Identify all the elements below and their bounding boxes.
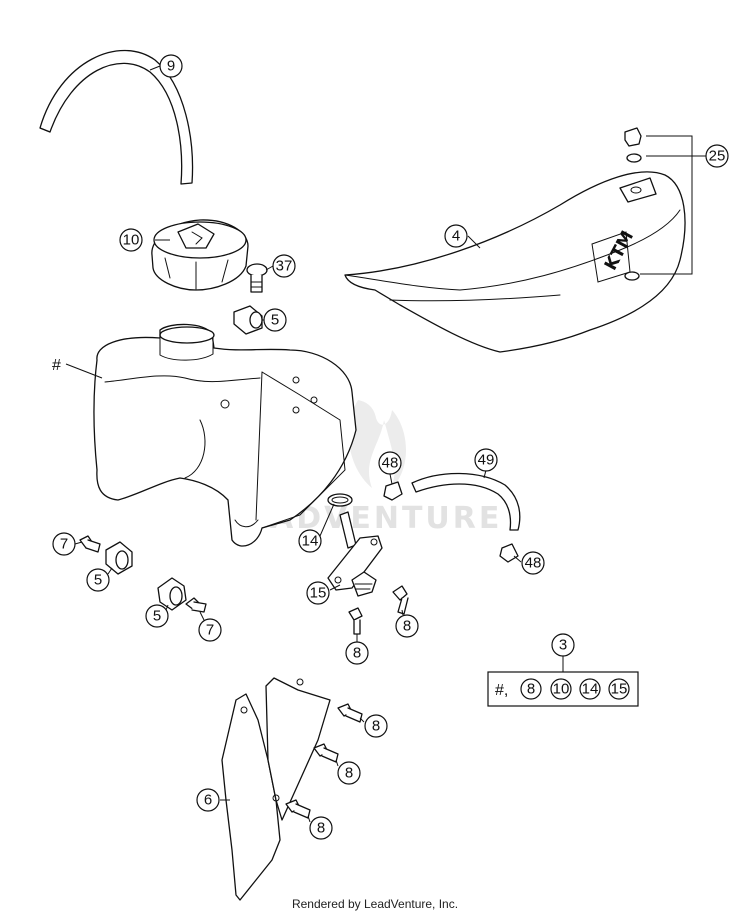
screw-8-spoiler-middle (313, 743, 339, 763)
svg-text:14: 14 (582, 681, 599, 698)
svg-text:5: 5 (271, 312, 279, 329)
callout-48-upper[interactable]: 48 (378, 451, 402, 475)
fuel-cap-10 (151, 219, 249, 291)
svg-text:9: 9 (167, 58, 175, 75)
callout-6[interactable]: 6 (196, 788, 220, 812)
svg-text:10: 10 (553, 681, 570, 698)
callout-8-left[interactable]: 8 (345, 641, 369, 665)
svg-text:7: 7 (206, 622, 214, 639)
svg-text:15: 15 (611, 681, 628, 698)
kit-item-10[interactable]: 10 (550, 678, 572, 700)
fuel-tank (93, 323, 357, 547)
clip-48-upper (383, 481, 403, 501)
svg-text:6: 6 (204, 792, 212, 809)
callout-8-right[interactable]: 8 (395, 614, 419, 638)
callout-5-top[interactable]: 5 (263, 308, 287, 332)
svg-text:8: 8 (353, 645, 361, 662)
callout-7-lower[interactable]: 7 (198, 618, 222, 642)
callout-5-lower[interactable]: 5 (145, 604, 169, 628)
callout-25[interactable]: 25 (705, 144, 729, 168)
kit-item-15[interactable]: 15 (608, 678, 630, 700)
screw-8-left (348, 607, 363, 635)
svg-text:48: 48 (525, 555, 542, 572)
callout-49[interactable]: 49 (474, 448, 498, 472)
callout-14[interactable]: 14 (298, 529, 322, 553)
bolt-7-upper (79, 535, 101, 553)
callout-8-spoiler-upper[interactable]: 8 (364, 714, 388, 738)
callout-10[interactable]: 10 (119, 228, 143, 252)
kit-item-14[interactable]: 14 (579, 678, 601, 700)
kit-prefix: #, (495, 682, 508, 699)
bush-5-lower (157, 577, 187, 611)
kit-item-8[interactable]: 8 (520, 678, 542, 700)
hose-49 (411, 472, 521, 531)
bolt-37 (246, 263, 268, 293)
seat-fasteners-25 (624, 127, 706, 281)
svg-text:25: 25 (709, 148, 726, 165)
svg-text:10: 10 (123, 232, 140, 249)
svg-text:49: 49 (478, 452, 495, 469)
tank-spoiler-6 (221, 677, 331, 901)
svg-text:5: 5 (94, 572, 102, 589)
screw-8-spoiler-lower (285, 799, 311, 819)
bolt-7-lower (185, 597, 207, 613)
svg-text:4: 4 (452, 228, 460, 245)
svg-text:8: 8 (403, 618, 411, 635)
callout-7-upper[interactable]: 7 (52, 532, 76, 556)
svg-text:3: 3 (559, 637, 567, 654)
callout-37[interactable]: 37 (272, 254, 296, 278)
screw-8-spoiler-upper (337, 703, 363, 723)
callout-8-spoiler-lower[interactable]: 8 (309, 816, 333, 840)
svg-text:8: 8 (317, 820, 325, 837)
callout-9[interactable]: 9 (159, 54, 183, 78)
tank-hash-label: # (52, 357, 61, 374)
clip-48-lower (499, 543, 519, 563)
svg-text:8: 8 (372, 718, 380, 735)
bush-5-top (233, 305, 263, 335)
credit-line: Rendered by LeadVenture, Inc. (291, 897, 459, 911)
seat-4: KTM (344, 171, 686, 353)
kit-3: #, 8 10 14 15 (487, 671, 639, 707)
svg-text:5: 5 (153, 608, 161, 625)
svg-text:37: 37 (276, 258, 293, 275)
callout-15[interactable]: 15 (306, 581, 330, 605)
fuel-tap-15 (327, 511, 383, 597)
leader-lines (74, 65, 564, 823)
svg-text:7: 7 (60, 536, 68, 553)
callout-8-spoiler-middle[interactable]: 8 (337, 761, 361, 785)
callout-5-left[interactable]: 5 (86, 568, 110, 592)
svg-text:8: 8 (527, 681, 535, 698)
callout-3[interactable]: 3 (551, 633, 575, 657)
svg-text:8: 8 (345, 765, 353, 782)
svg-text:48: 48 (382, 455, 399, 472)
svg-text:15: 15 (310, 585, 327, 602)
o-ring-14 (327, 493, 353, 507)
bush-5-left (105, 541, 133, 575)
svg-text:14: 14 (302, 533, 319, 550)
callout-4[interactable]: 4 (444, 224, 468, 248)
hose-9 (39, 50, 194, 185)
callout-48-lower[interactable]: 48 (521, 551, 545, 575)
screw-8-right (392, 585, 409, 615)
